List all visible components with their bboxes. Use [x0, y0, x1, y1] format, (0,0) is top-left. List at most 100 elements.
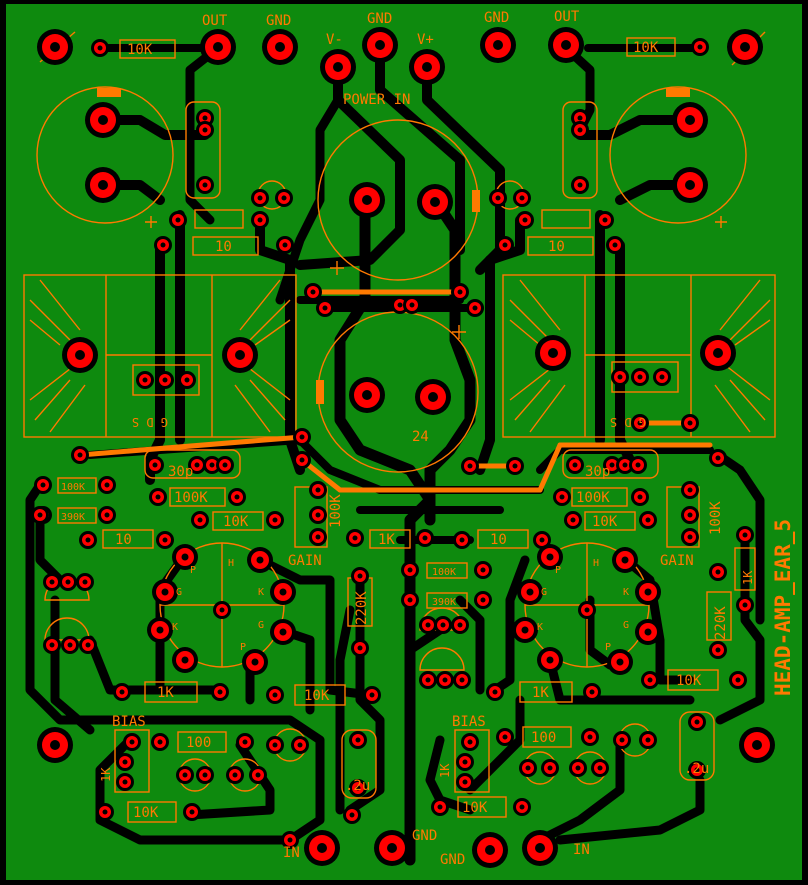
pad-drill-hole: [495, 195, 501, 201]
pad-drill-hole: [546, 553, 554, 561]
pad-drill-hole: [740, 42, 750, 52]
board-title: HEAD-AMP_EAR_5: [771, 519, 795, 696]
pad-drill-hole: [104, 482, 110, 488]
pad-drill-hole: [694, 767, 700, 773]
pad-drill-hole: [617, 374, 623, 380]
pad-drill-hole: [387, 843, 397, 853]
label-tube-left-k1: K: [258, 587, 264, 598]
pad-drill-hole: [467, 463, 473, 469]
pad-drill-hole: [279, 628, 287, 636]
pad-drill-hole: [422, 535, 428, 541]
pad-drill-hole: [37, 512, 43, 518]
pad-drill-hole: [645, 737, 651, 743]
label-cap-center: 24: [412, 429, 429, 445]
pad-drill-hole: [50, 42, 60, 52]
pad-drill-hole: [467, 739, 473, 745]
pad-drill-hole: [272, 742, 278, 748]
label-r-100k-vert-left: 100K: [328, 494, 344, 528]
pad-drill-hole: [715, 647, 721, 653]
pad-drill-hole: [577, 115, 583, 121]
label-r-10k-in-left: 10K: [133, 805, 159, 821]
label-tube-right-p2: P: [605, 642, 611, 653]
pad-drill-hole: [161, 588, 169, 596]
pad-drill-hole: [425, 677, 431, 683]
label-tube-left-p1: P: [190, 565, 196, 576]
label-r-10-left-c: 10: [115, 532, 132, 548]
pad-drill-hole: [217, 689, 223, 695]
pad-drill-hole: [612, 242, 618, 248]
pad-drill-hole: [181, 553, 189, 561]
label-r-10k-right-b: 10K: [592, 514, 618, 530]
pad-drill-hole: [659, 374, 665, 380]
pad-drill-hole: [637, 494, 643, 500]
pad-drill-hole: [315, 487, 321, 493]
pad-drill-hole: [635, 462, 641, 468]
label-r-1k-bias-left: 1K: [99, 767, 113, 782]
pad-drill-hole: [713, 348, 723, 358]
pad-drill-hole: [687, 534, 693, 540]
label-r-220k-left: 220K: [354, 591, 370, 625]
pad-drill-hole: [637, 374, 643, 380]
pad-drill-hole: [752, 740, 762, 750]
pad-drill-hole: [442, 677, 448, 683]
label-r-220k-right: 220K: [713, 606, 729, 640]
pad-drill-hole: [694, 719, 700, 725]
label-r-1k-bias-right: 1K: [438, 763, 452, 778]
label-r-10-right-c: 10: [490, 532, 507, 548]
pad-drill-hole: [287, 837, 293, 843]
pad-drill-hole: [645, 517, 651, 523]
pad-drill-hole: [362, 390, 372, 400]
pad-drill-hole: [234, 494, 240, 500]
pad-drill-hole: [256, 556, 264, 564]
pad-drill-hole: [644, 628, 652, 636]
pad-drill-hole: [242, 739, 248, 745]
pad-drill-hole: [98, 180, 108, 190]
label-v-plus: V+: [417, 32, 434, 48]
pad-drill-hole: [425, 622, 431, 628]
pad-drill-hole: [160, 242, 166, 248]
label-r-100k-left-a: 100K: [174, 490, 208, 506]
pad-drill-hole: [519, 195, 525, 201]
pad-drill-hole: [647, 677, 653, 683]
label-gnd-top-right: GND: [484, 10, 509, 26]
pad-drill-hole: [459, 677, 465, 683]
pad-drill-hole: [457, 622, 463, 628]
pad-drill-hole: [119, 689, 125, 695]
pad-drill-hole: [97, 45, 103, 51]
label-r-100k-left-b: 100K: [61, 482, 85, 493]
pad-drill-hole: [122, 779, 128, 785]
pad-drill-hole: [472, 305, 478, 311]
pad-drill-hole: [275, 42, 285, 52]
pad-drill-hole: [299, 457, 305, 463]
pad-drill-hole: [40, 482, 46, 488]
pad-drill-hole: [584, 607, 590, 613]
pad-drill-hole: [502, 734, 508, 740]
label-gnd-top-center: GND: [367, 11, 392, 27]
pad-drill-hole: [430, 197, 440, 207]
pad-drill-hole: [219, 607, 225, 613]
label-r-mid-left-10: 10: [215, 239, 232, 255]
pad-drill-hole: [619, 737, 625, 743]
label-r-1k-right-vert: 1K: [741, 570, 755, 585]
pad-drill-hole: [310, 289, 316, 295]
pad-drill-hole: [616, 658, 624, 666]
pad-drill-hole: [687, 487, 693, 493]
pads: [31, 27, 775, 868]
pad-drill-hole: [539, 537, 545, 543]
pad-drill-hole: [622, 462, 628, 468]
pad-drill-hole: [255, 772, 261, 778]
pad-drill-hole: [462, 759, 468, 765]
label-tube-right-g1: G: [541, 587, 547, 598]
label-out-left: OUT: [202, 13, 228, 29]
silkscreen-labels: OUT GND V- GND V+ GND OUT POWER IN 10K 1…: [61, 9, 795, 868]
pad-drill-hole: [355, 785, 361, 791]
pad-drill-hole: [409, 302, 415, 308]
label-r-10k-left-b: 10K: [223, 514, 249, 530]
pad-drill-hole: [589, 689, 595, 695]
pad-drill-hole: [480, 567, 486, 573]
label-r-100-left: 100: [186, 735, 211, 751]
pad-drill-hole: [546, 656, 554, 664]
pad-drill-hole: [257, 217, 263, 223]
pad-drill-hole: [572, 462, 578, 468]
pad-drill-hole: [282, 242, 288, 248]
